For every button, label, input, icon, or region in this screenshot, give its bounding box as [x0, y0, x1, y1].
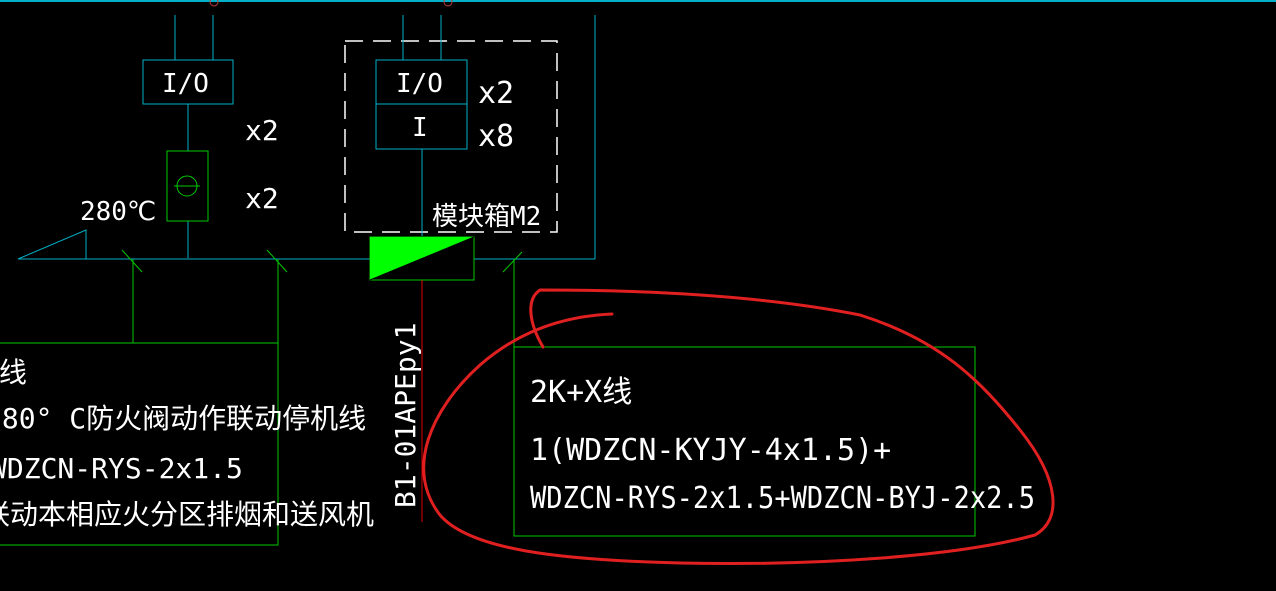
- right-note-line2: 1(WDZCN-KYJY-4x1.5)+: [530, 433, 891, 468]
- bus-end-triangle: [17, 229, 87, 260]
- module-box-m2-dashed: [344, 40, 558, 233]
- red-markup-circle: [422, 288, 1055, 566]
- module-io-label: I/O: [396, 69, 443, 99]
- fire-damper-symbol: [166, 150, 209, 222]
- left-note-line4: 联动本相应火分区排烟和送风机: [0, 498, 374, 531]
- vertical-cable-label: B1-01APEpy1: [389, 323, 422, 508]
- right-note-line3: WDZCN-RYS-2x1.5+WDZCN-BYJ-2x2.5: [530, 481, 1035, 516]
- fire-damper-multiplier: x2: [245, 182, 279, 215]
- left-note-box: [0, 342, 279, 546]
- left-io-multiplier: x2: [245, 114, 279, 147]
- top-terminal-left: [209, 0, 219, 7]
- module-second-multiplier: x8: [478, 119, 514, 154]
- left-note-line1: R线: [0, 356, 27, 389]
- module-box-name: 模块箱M2: [432, 202, 541, 232]
- temperature-label: 280℃: [80, 197, 156, 227]
- left-module-group: [142, 15, 234, 258]
- right-note-box: [513, 346, 976, 537]
- module-second-label: I: [412, 113, 428, 143]
- left-note-line3: WDZCN-RYS-2x1.5: [0, 452, 243, 485]
- top-terminal-right: [443, 0, 453, 7]
- bus-tick-marks: [121, 249, 523, 273]
- module-io-multiplier: x2: [478, 76, 514, 111]
- left-note-line2: 280° C防火阀动作联动停机线: [0, 402, 366, 435]
- right-note-line1: 2K+X线: [530, 375, 632, 410]
- left-io-label: I/O: [162, 69, 209, 99]
